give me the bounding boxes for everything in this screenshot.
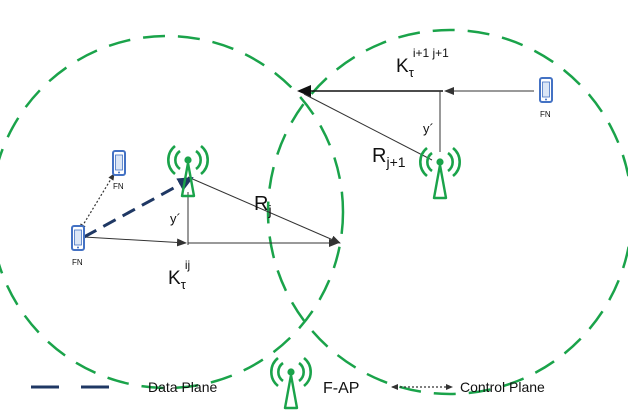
legend-data-plane-label: Data Plane <box>148 379 217 395</box>
antenna-icon <box>419 146 461 200</box>
y-label-right: y´ <box>423 121 434 136</box>
phone-icon <box>112 150 126 176</box>
rj1-label: Rj+1 <box>372 145 406 170</box>
rj-radius-line <box>187 176 341 244</box>
antenna-icon <box>167 144 209 198</box>
y-label-left: y´ <box>170 211 181 226</box>
cell-circle-right <box>266 28 628 396</box>
k-right-label: Kτi+1 j+1 <box>396 46 449 80</box>
data-plane-arrow <box>83 176 194 239</box>
phone-icon <box>539 77 553 103</box>
legend-fap-label: F-AP <box>323 380 359 397</box>
legend-control-plane-label: Control Plane <box>460 379 545 395</box>
fn-label-right: FN <box>540 110 551 119</box>
rj1-radius-line <box>303 93 433 161</box>
control-plane-arrow <box>79 173 115 231</box>
rj-label: Rj <box>254 193 272 218</box>
phone-icon <box>71 225 85 251</box>
cell-circle-left <box>0 34 345 390</box>
k-ij-label: Kτij <box>168 258 190 292</box>
fn-label-top: FN <box>113 182 124 191</box>
fn-label-left: FN <box>72 258 83 267</box>
antenna-icon <box>270 356 312 410</box>
fn-to-projection-line <box>83 236 187 247</box>
